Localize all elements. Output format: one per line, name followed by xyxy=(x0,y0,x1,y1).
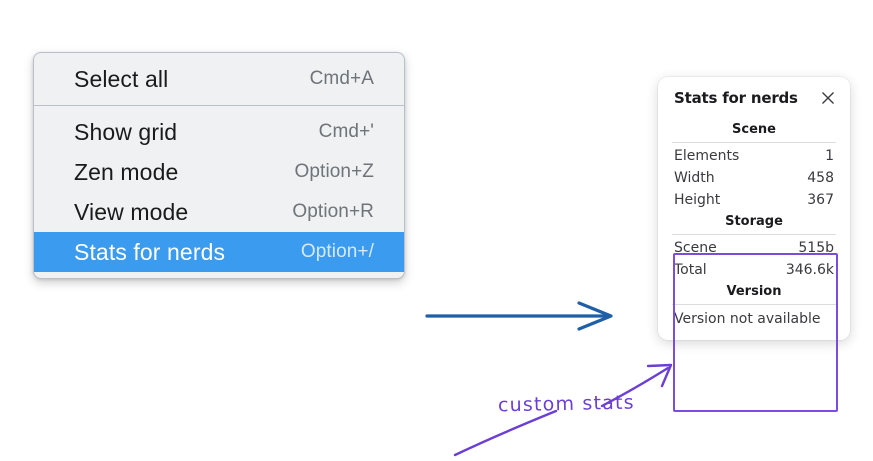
section-heading: Storage xyxy=(725,214,783,229)
menu-item-label: Stats for nerds xyxy=(74,238,226,265)
stat-row: Total 346.6k xyxy=(666,259,842,281)
menu-section-1: Select all Cmd+A xyxy=(34,53,404,105)
stats-section-scene: Scene Elements 1 Width 458 Height 367 xyxy=(666,119,842,211)
menu-item-view-mode[interactable]: View mode Option+R xyxy=(34,192,404,232)
stat-key: Height xyxy=(674,192,721,208)
menu-item-zen-mode[interactable]: Zen mode Option+Z xyxy=(34,152,404,192)
menu-item-label: Zen mode xyxy=(74,158,179,185)
stats-section-version: Version Version not available xyxy=(666,281,842,330)
stat-key: Width xyxy=(674,170,715,186)
stat-row: Scene 515b xyxy=(666,237,842,259)
menu-section-2: Show grid Cmd+' Zen mode Option+Z View m… xyxy=(34,106,404,278)
context-menu[interactable]: Select all Cmd+A Show grid Cmd+' Zen mod… xyxy=(33,52,405,279)
stats-section-storage: Storage Scene 515b Total 346.6k xyxy=(666,211,842,281)
section-divider xyxy=(672,234,836,235)
menu-item-shortcut: Option+/ xyxy=(300,241,374,262)
stat-key: Total xyxy=(674,262,707,278)
menu-item-shortcut: Cmd+' xyxy=(318,121,374,142)
blue-arrow-annotation xyxy=(425,301,613,331)
menu-item-shortcut: Option+Z xyxy=(294,161,374,182)
stats-panel-title: Stats for nerds xyxy=(674,89,798,107)
section-divider xyxy=(672,304,836,305)
stat-key: Elements xyxy=(674,148,740,164)
menu-item-label: View mode xyxy=(74,198,189,225)
stat-row: Elements 1 xyxy=(666,145,842,167)
custom-stats-handwritten-label: custom stats xyxy=(497,391,635,417)
stats-panel-header: Stats for nerds xyxy=(666,89,842,107)
menu-item-label: Select all xyxy=(74,65,169,92)
menu-item-shortcut: Option+R xyxy=(292,201,374,222)
section-divider xyxy=(672,142,836,143)
menu-item-stats-for-nerds[interactable]: Stats for nerds Option+/ xyxy=(34,232,404,272)
stat-row: Width 458 xyxy=(666,167,842,189)
version-status-text: Version not available xyxy=(674,311,821,327)
stat-key: Scene xyxy=(674,240,717,256)
stats-for-nerds-panel: Stats for nerds Scene Elements 1 Width 4… xyxy=(658,77,850,340)
stat-row: Height 367 xyxy=(666,189,842,211)
menu-divider xyxy=(34,105,404,106)
stat-value: 1 xyxy=(825,148,834,164)
menu-item-show-grid[interactable]: Show grid Cmd+' xyxy=(34,112,404,152)
section-heading: Version xyxy=(726,284,782,299)
stat-value: 515b xyxy=(798,240,834,256)
menu-item-label: Show grid xyxy=(74,118,178,145)
menu-item-select-all[interactable]: Select all Cmd+A xyxy=(34,59,404,99)
menu-item-shortcut: Cmd+A xyxy=(309,68,374,89)
close-icon[interactable] xyxy=(820,90,836,106)
section-heading: Scene xyxy=(732,122,776,137)
stat-value: 367 xyxy=(807,192,834,208)
stat-value: 458 xyxy=(807,170,834,186)
stat-value: 346.6k xyxy=(785,262,834,278)
